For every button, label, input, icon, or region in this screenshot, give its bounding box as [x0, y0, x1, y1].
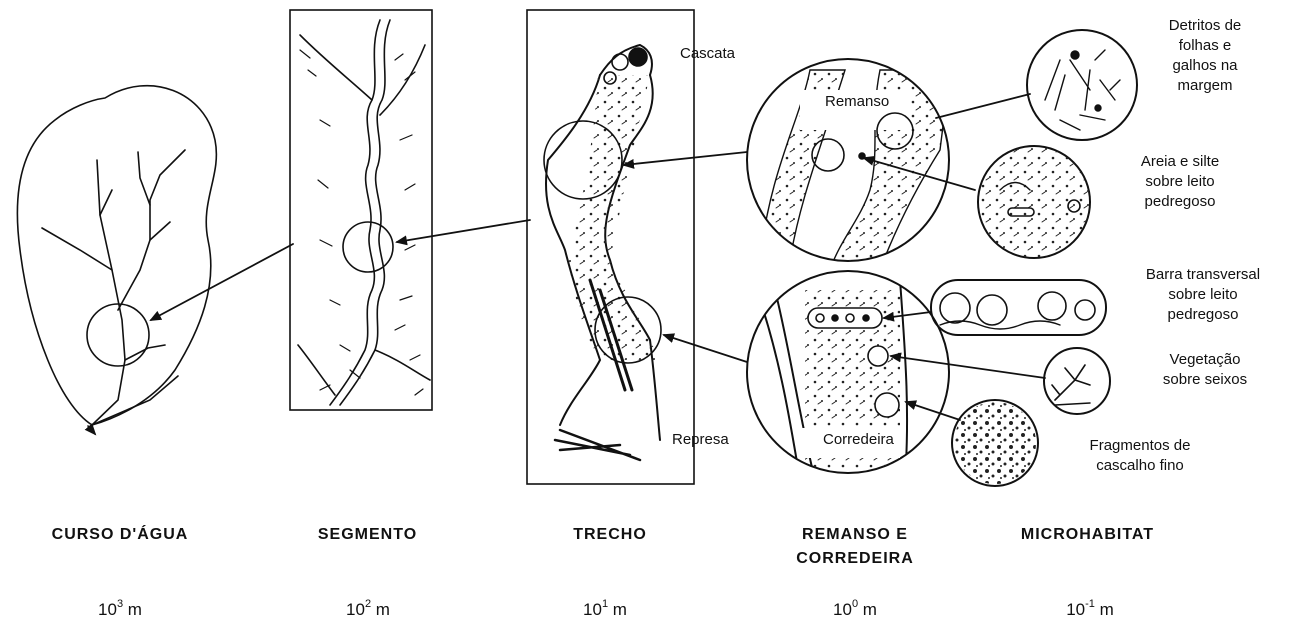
scale-trecho: 101 m [555, 598, 655, 620]
label-fragmentos: Fragmentos de cascalho fino [1060, 436, 1220, 476]
pool-circle [747, 59, 950, 270]
scale-remanso-corredeira: 100 m [805, 598, 905, 620]
caption-curso-dagua: CURSO D'ÁGUA [30, 523, 210, 547]
label-detritos: Detritos de folhas e galhos na margem [1145, 16, 1265, 96]
scale-segmento: 102 m [318, 598, 418, 620]
scale-microhabitat: 10-1 m [1040, 598, 1140, 620]
microhabitat-drawings [931, 30, 1137, 486]
caption-remanso-corredeira: REMANSO E CORREDEIRA [780, 523, 930, 571]
label-vegetacao: Vegetação sobre seixos [1140, 350, 1270, 390]
watershed-drawing [17, 86, 216, 434]
caption-segmento: SEGMENTO [295, 523, 440, 547]
reach-drawing [527, 10, 694, 484]
caption-trecho: TRECHO [525, 523, 695, 547]
scale-curso-dagua: 103 m [70, 598, 170, 620]
label-barra-transversal: Barra transversal sobre leito pedregoso [1118, 265, 1288, 325]
label-corredeira: Corredeira [823, 430, 894, 450]
segment-drawing [290, 10, 432, 410]
label-areia-silte: Areia e silte sobre leito pedregoso [1110, 152, 1250, 212]
label-remanso: Remanso [825, 92, 889, 112]
label-represa: Represa [672, 430, 729, 450]
caption-microhabitat: MICROHABITAT [1000, 523, 1175, 547]
label-cascata: Cascata [680, 44, 735, 64]
